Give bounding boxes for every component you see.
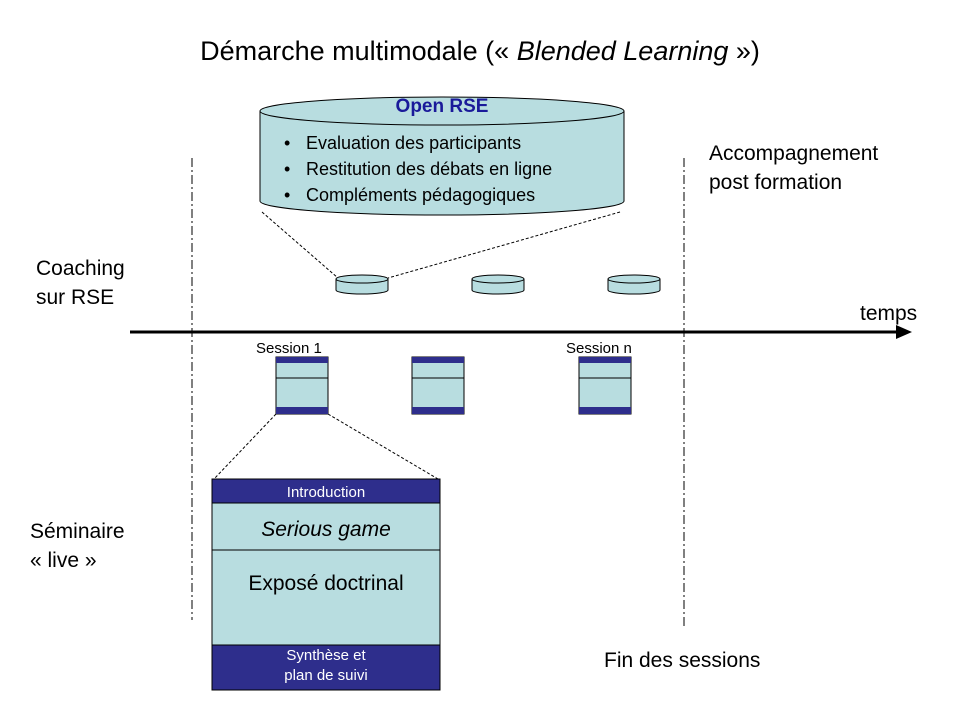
cylinder-connector-left [261, 211, 339, 279]
session-block-1 [275, 356, 329, 415]
fin-des-sessions-label: Fin des sessions [604, 649, 761, 672]
accompagnement-label: Accompagnement post formation [709, 142, 879, 194]
open-rse-bullet: Evaluation des participants [284, 130, 552, 156]
timeline-arrowhead [896, 325, 912, 339]
small-cylinder-1 [335, 274, 389, 295]
title-part-2: Blended Learning [516, 36, 729, 66]
open-rse-bullets: Evaluation des participants Restitution … [284, 130, 552, 208]
coaching-label: Coaching sur RSE [36, 257, 125, 309]
synthese-label: Synthèse et plan de suivi [284, 647, 368, 684]
temps-label: temps [860, 302, 918, 325]
title-part-3: ») [728, 36, 760, 66]
small-cylinder-3 [607, 274, 661, 295]
cylinder-connector-right [387, 211, 621, 279]
small-cylinder-2 [471, 274, 525, 295]
open-rse-bullet: Compléments pédagogiques [284, 182, 552, 208]
session-1-label: Session 1 [256, 340, 322, 357]
session-block-n [578, 356, 632, 415]
open-rse-title: Open RSE [395, 96, 489, 117]
serious-game-label: Serious game [261, 518, 391, 541]
title-part-1: Démarche multimodale (« [200, 36, 517, 66]
open-rse-bullet: Restitution des débats en ligne [284, 156, 552, 182]
introduction-label: Introduction [286, 484, 366, 501]
diagram-title: Démarche multimodale (« Blended Learning… [0, 36, 960, 67]
expose-doctrinal-label: Exposé doctrinal [248, 572, 404, 595]
session-n-label: Session n [566, 340, 632, 357]
session-block-2 [411, 356, 465, 415]
session-connector-left [213, 413, 277, 480]
seminaire-label: Séminaire « live » [30, 520, 125, 572]
session-connector-right [327, 413, 439, 480]
session-detail-block [211, 478, 441, 691]
